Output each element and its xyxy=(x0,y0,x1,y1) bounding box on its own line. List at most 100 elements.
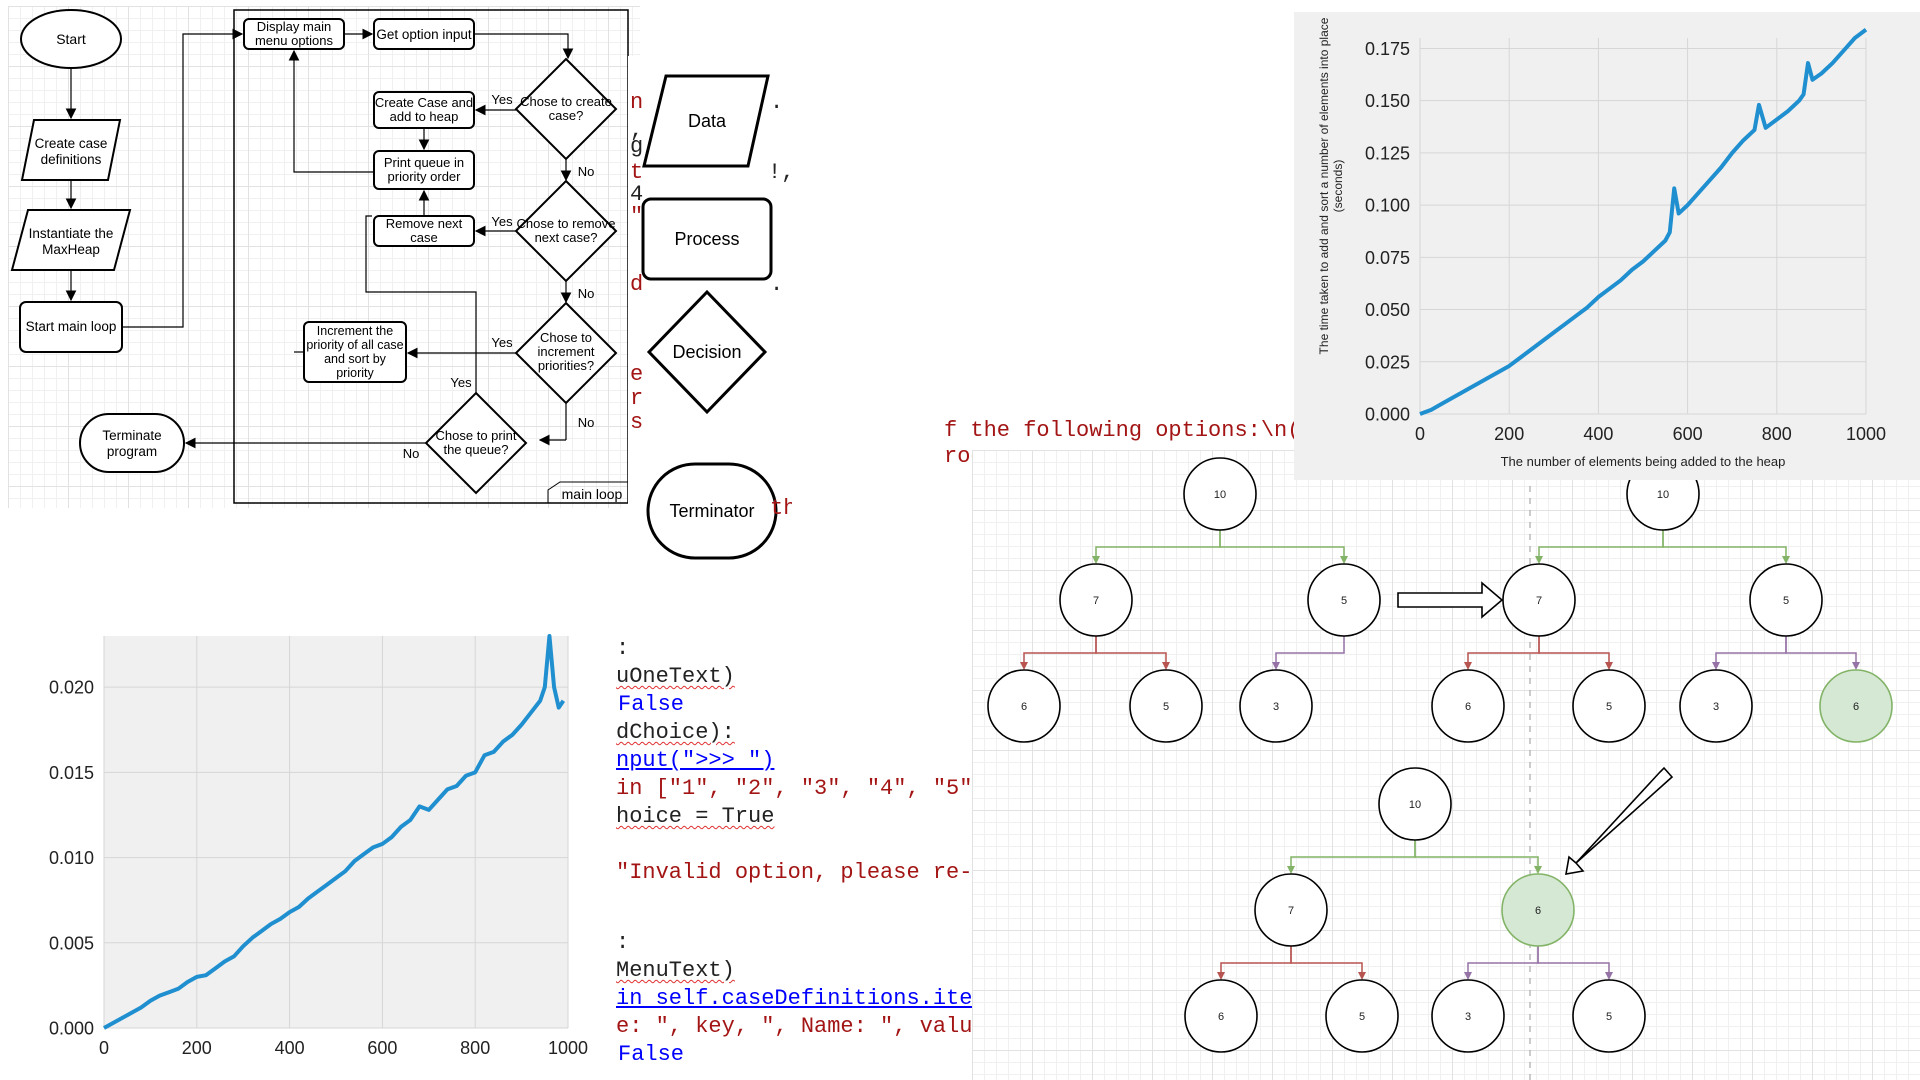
code-line: uOneText) xyxy=(616,664,735,689)
edge-arrowhead xyxy=(1020,662,1028,670)
heap-node xyxy=(1254,873,1328,947)
x-tick-label: 400 xyxy=(275,1038,305,1058)
edge-arrowhead xyxy=(1340,556,1348,564)
get-option-input-label: Get option input xyxy=(376,27,472,42)
code-token: uOneText) xyxy=(616,664,735,689)
heap-node xyxy=(1749,563,1823,637)
edge-arrowhead xyxy=(1358,972,1366,980)
x-tick-label: 600 xyxy=(367,1038,397,1058)
code-line: in ["1", "2", "3", "4", "5" xyxy=(616,776,972,801)
heap-node-value: 6 xyxy=(1465,701,1471,713)
heap-node-value: 10 xyxy=(1409,799,1421,811)
tree-edge xyxy=(1095,636,1167,668)
x-tick-label: 800 xyxy=(460,1038,490,1058)
edge-arrowhead xyxy=(1852,662,1860,670)
heap-node-value: 7 xyxy=(1093,595,1099,607)
legend-data-shape xyxy=(642,74,770,168)
y-axis-label: The time taken to add and sort a number … xyxy=(1317,17,1345,354)
heap-node-value: 10 xyxy=(1657,489,1669,501)
code-token: in self.caseDefinitions.ite xyxy=(616,986,972,1011)
y-tick-label: 0.050 xyxy=(1365,300,1410,320)
code-line: : xyxy=(616,930,630,955)
legend-terminator-canvas: Terminator xyxy=(646,462,778,560)
y-tick-label: 0.020 xyxy=(49,678,94,698)
y-tick-label: 0.125 xyxy=(1365,143,1410,163)
heap-node xyxy=(1239,669,1313,743)
heap-node-value: 6 xyxy=(1535,905,1541,917)
code-strip-char: 4 xyxy=(630,182,644,207)
heap-node-value: 5 xyxy=(1783,595,1789,607)
edge-arrowhead xyxy=(1535,556,1543,564)
code-line: False xyxy=(618,1042,685,1067)
y-tick-label: 0.100 xyxy=(1365,196,1410,216)
series-line xyxy=(103,634,566,1030)
edge-arrowhead xyxy=(1217,972,1225,980)
legend-terminator-label: Terminator xyxy=(669,501,754,521)
legend-process-shape xyxy=(641,197,773,281)
heap-node xyxy=(1378,767,1452,841)
heap-node xyxy=(1501,873,1575,947)
heap-node xyxy=(987,669,1061,743)
code-token: nput(">>> ") xyxy=(616,748,775,773)
code-strip-char: t xyxy=(630,160,644,185)
edge-arrowhead xyxy=(1092,556,1100,564)
code-strip-char: , xyxy=(630,118,644,143)
edge-arrowhead xyxy=(1272,662,1280,670)
edge-arrowhead xyxy=(1534,866,1542,874)
legend-terminator-panel: th Terminator xyxy=(628,456,792,568)
x-tick-label: 400 xyxy=(1583,424,1613,444)
heap-node xyxy=(1572,669,1646,743)
code-upper-fragment: th xyxy=(770,496,792,521)
tree-edge xyxy=(1538,530,1664,562)
x-tick-label: 1000 xyxy=(1846,424,1886,444)
heap-node-value: 7 xyxy=(1288,905,1294,917)
tree-edge xyxy=(1290,840,1416,872)
legend-decision-shape xyxy=(646,289,768,415)
heap-node-value: 5 xyxy=(1341,595,1347,607)
create-case-definitions-data xyxy=(20,119,122,181)
plot-area xyxy=(1420,38,1866,414)
code-strip-char: s xyxy=(630,410,644,435)
tree-edge xyxy=(1023,636,1097,668)
tree-edge xyxy=(1290,946,1363,978)
heap-node-value: 5 xyxy=(1359,1011,1365,1023)
code-strip-char: " xyxy=(630,204,644,229)
code-strip-char: r xyxy=(630,386,644,411)
y-tick-label: 0.015 xyxy=(49,763,94,783)
y-tick-label: 0.005 xyxy=(49,933,94,953)
plot-area xyxy=(104,636,568,1028)
code-background-panel: n , g t 4 " d e r s . !, . Data Process … xyxy=(628,56,792,456)
code-token: hoice = True xyxy=(616,804,775,829)
start-label: Start xyxy=(56,31,86,47)
heap-node xyxy=(1431,979,1505,1053)
y-tick-label: 0.175 xyxy=(1365,39,1410,59)
x-tick-label: 200 xyxy=(182,1038,212,1058)
code-line: dChoice): xyxy=(616,720,735,745)
heap-node-value: 6 xyxy=(1021,701,1027,713)
tree-edge xyxy=(1715,636,1787,668)
code-strip-char: g xyxy=(630,134,644,159)
x-tick-label: 200 xyxy=(1494,424,1524,444)
code-tail-char: . xyxy=(770,272,784,297)
legend-decision-label: Decision xyxy=(672,342,741,362)
heap-node-value: 5 xyxy=(1163,701,1169,713)
yes-label-4: Yes xyxy=(450,375,472,390)
heap-node-value: 3 xyxy=(1713,701,1719,713)
y-tick-label: 0.000 xyxy=(49,1018,94,1038)
instantiate-maxheap-data xyxy=(10,209,132,271)
code-line: in self.caseDefinitions.ite xyxy=(616,986,972,1011)
edge-arrowhead xyxy=(1712,662,1720,670)
tree-edge xyxy=(1220,946,1292,978)
heap-node-value: 7 xyxy=(1536,595,1542,607)
heap-node xyxy=(1184,979,1258,1053)
edge-arrowhead xyxy=(1605,662,1613,670)
code-strip-char: d xyxy=(630,272,644,297)
yes-label-1: Yes xyxy=(491,92,513,107)
